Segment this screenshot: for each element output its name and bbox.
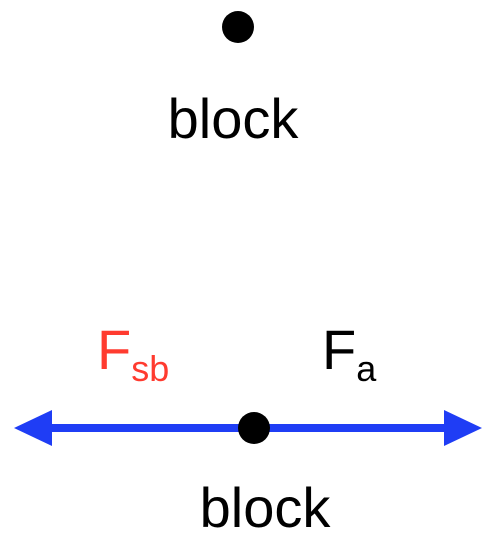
right-force-label: Fa [322,318,377,389]
bottom-block-dot [238,412,270,444]
top-free-body-diagram: block [168,11,300,150]
bottom-free-body-diagram: Fsb Fa block [14,318,482,533]
right-force-subscript: a [356,348,377,389]
bottom-block-label: block [200,476,332,533]
left-force-arrow [14,410,246,446]
left-force-subscript: sb [131,348,169,389]
right-force-arrow-head [444,410,482,446]
top-block-label: block [168,87,300,150]
right-force-symbol: F [322,318,356,381]
top-block-dot [222,11,254,43]
right-force-arrow [262,410,482,446]
left-force-arrow-head [14,410,52,446]
left-force-symbol: F [97,318,131,381]
left-force-label: Fsb [97,318,169,389]
